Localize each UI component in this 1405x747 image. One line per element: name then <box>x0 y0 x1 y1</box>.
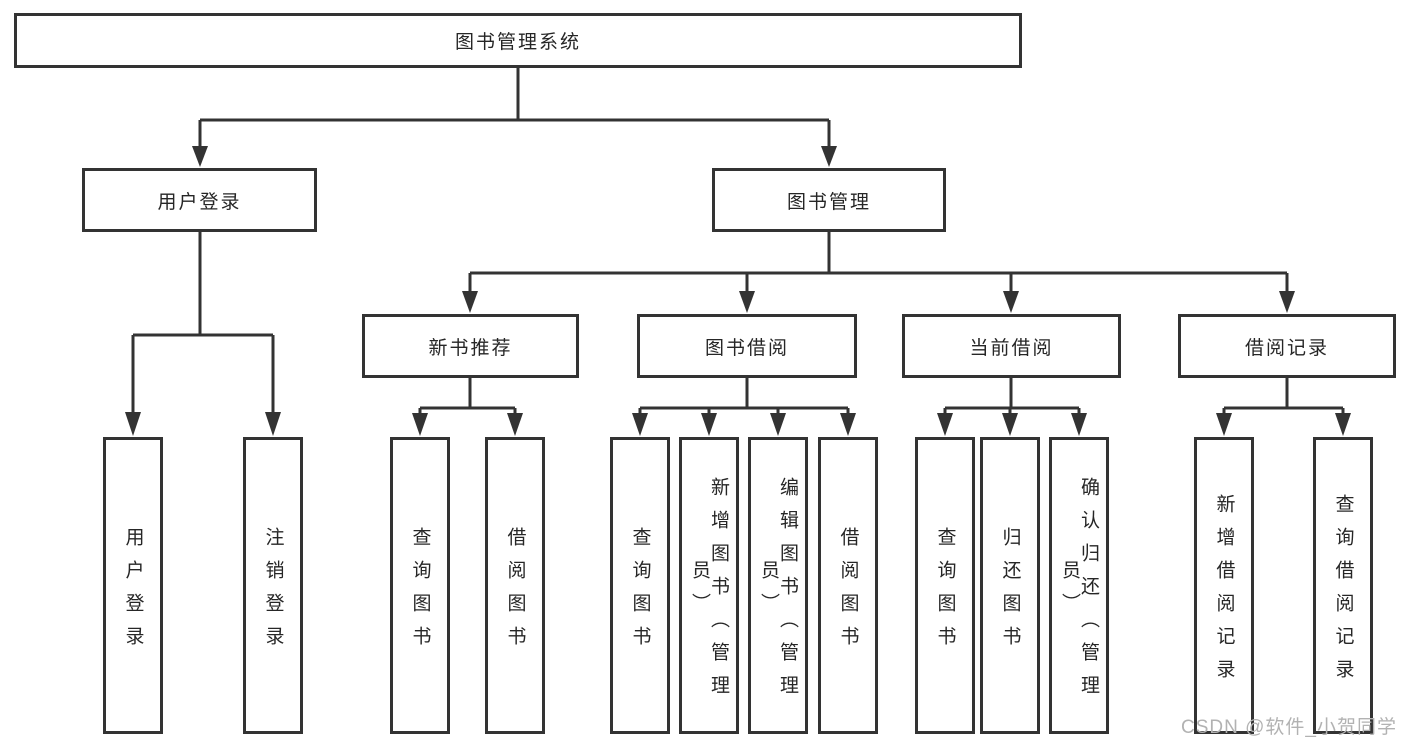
arrow-down-icon <box>1279 291 1295 313</box>
node-user-login-module: 用户登录 <box>82 168 317 232</box>
arrow-down-icon <box>125 412 141 436</box>
arrow-down-icon <box>821 146 837 167</box>
connector-book-management-to-level3 <box>462 232 1295 313</box>
node-label: 借阅图书 <box>504 526 526 659</box>
node-label: 确认归还（管理员） <box>1059 477 1099 708</box>
node-leaf-add-books-admin: 新增图书（管理员） <box>679 437 739 734</box>
node-label: 用户登录 <box>122 526 144 659</box>
node-leaf-borrow-books: 借阅图书 <box>485 437 545 734</box>
arrow-down-icon <box>701 413 717 436</box>
node-label: 编辑图书（管理员） <box>758 477 798 708</box>
node-leaf-borrow-books-2: 借阅图书 <box>818 437 878 734</box>
node-label: 新增借阅记录 <box>1213 493 1235 692</box>
arrow-down-icon <box>770 413 786 436</box>
node-book-management: 图书管理 <box>712 168 946 232</box>
node-leaf-search-books-3: 查询图书 <box>915 437 975 734</box>
node-label: 新增图书（管理员） <box>689 477 729 708</box>
node-leaf-search-borrow-record: 查询借阅记录 <box>1313 437 1373 734</box>
node-leaf-user-login: 用户登录 <box>103 437 163 734</box>
arrow-down-icon <box>192 146 208 167</box>
connector-current-borrow-to-leaves <box>937 378 1087 436</box>
node-leaf-return-books: 归还图书 <box>980 437 1040 734</box>
node-leaf-logout: 注销登录 <box>243 437 303 734</box>
arrow-down-icon <box>1002 413 1018 436</box>
connector-user-login-to-leaves <box>125 232 281 436</box>
node-leaf-confirm-return-admin: 确认归还（管理员） <box>1049 437 1109 734</box>
arrow-down-icon <box>1071 413 1087 436</box>
node-leaf-add-borrow-record: 新增借阅记录 <box>1194 437 1254 734</box>
node-library-management-system: 图书管理系统 <box>14 13 1022 68</box>
arrow-down-icon <box>1335 413 1351 436</box>
connector-root-to-level2 <box>192 67 837 167</box>
arrow-down-icon <box>739 291 755 313</box>
node-label: 注销登录 <box>262 526 284 659</box>
arrow-down-icon <box>265 412 281 436</box>
csdn-watermark: CSDN @软件_小贺同学 <box>1181 717 1397 738</box>
arrow-down-icon <box>507 413 523 436</box>
connector-new-book-recommend-to-leaves <box>412 378 523 436</box>
node-label: 归还图书 <box>999 526 1021 659</box>
connector-borrow-records-to-leaves <box>1216 378 1351 436</box>
arrow-down-icon <box>1003 291 1019 313</box>
arrow-down-icon <box>412 413 428 436</box>
node-borrow-records: 借阅记录 <box>1178 314 1396 378</box>
node-label: 查询图书 <box>934 526 956 659</box>
node-book-borrow: 图书借阅 <box>637 314 857 378</box>
node-current-borrow: 当前借阅 <box>902 314 1121 378</box>
arrow-down-icon <box>840 413 856 436</box>
node-label: 查询图书 <box>629 526 651 659</box>
node-leaf-search-books-2: 查询图书 <box>610 437 670 734</box>
arrow-down-icon <box>632 413 648 436</box>
node-leaf-edit-books-admin: 编辑图书（管理员） <box>748 437 808 734</box>
arrow-down-icon <box>1216 413 1232 436</box>
node-label: 借阅图书 <box>837 526 859 659</box>
connector-book-borrow-to-leaves <box>632 378 856 436</box>
arrow-down-icon <box>462 291 478 313</box>
node-label: 查询借阅记录 <box>1332 493 1354 692</box>
node-label: 查询图书 <box>409 526 431 659</box>
arrow-down-icon <box>937 413 953 436</box>
node-new-book-recommend: 新书推荐 <box>362 314 579 378</box>
node-leaf-search-books: 查询图书 <box>390 437 450 734</box>
